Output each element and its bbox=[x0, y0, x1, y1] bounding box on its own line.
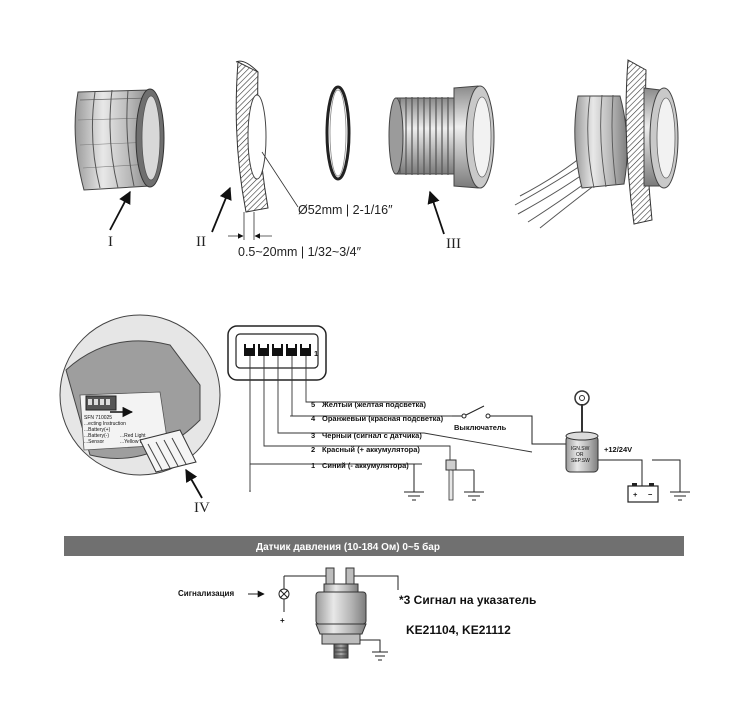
ground-symbol-2 bbox=[464, 470, 484, 501]
wire-5-num: 5 bbox=[311, 400, 315, 409]
alarm-lamp bbox=[248, 575, 399, 612]
wire-2-num: 2 bbox=[311, 445, 315, 454]
alarm-label: Сигнализация bbox=[178, 589, 234, 598]
battery-plus: + bbox=[633, 490, 638, 499]
models-label: KE21104, KE21112 bbox=[406, 623, 511, 637]
wire-3-num: 3 bbox=[311, 431, 315, 440]
switch-symbol bbox=[452, 405, 566, 445]
wire-lines bbox=[249, 356, 533, 490]
wire-1-label: Синий (- аккумулятора) bbox=[322, 461, 409, 470]
part-2-panel bbox=[235, 60, 269, 213]
part-1-knurled-nut bbox=[74, 88, 165, 191]
arrow-part-4 bbox=[185, 468, 203, 499]
inset-line-7: ...Yellow Light bbox=[120, 439, 151, 445]
part-3-threaded-body bbox=[388, 85, 495, 189]
part-4-label: IV bbox=[194, 500, 210, 516]
diameter-label: Ø52mm | 2-1/16″ bbox=[298, 203, 393, 217]
inset-line-3: ...Battery(+) bbox=[84, 427, 111, 433]
inset-line-2: ...ecting Instruction bbox=[84, 421, 126, 427]
wire-1-num: 1 bbox=[311, 461, 315, 470]
sensor-probe bbox=[445, 459, 474, 501]
o-ring bbox=[325, 85, 351, 181]
alarm-plus: + bbox=[280, 616, 285, 625]
part-2-label: II bbox=[196, 234, 206, 250]
pressure-sender bbox=[315, 567, 367, 659]
ign-label-1: IGN.SW bbox=[571, 446, 590, 452]
wire-4-num: 4 bbox=[311, 414, 316, 423]
connector-pin-label: 1 bbox=[314, 349, 318, 358]
wire-2-label: Красный (+ аккумулятора) bbox=[322, 445, 420, 454]
part-3-label: III bbox=[446, 236, 461, 252]
ground-symbol-1 bbox=[249, 464, 424, 501]
ignition-switch bbox=[565, 390, 599, 473]
signal-label: *3 Сигнал на указатель bbox=[399, 593, 536, 607]
wire-4-label: Оранжевый (красная подсветка) bbox=[322, 414, 444, 423]
inset-line-4: ...Battery(-) bbox=[84, 433, 109, 439]
arrow-part-1 bbox=[109, 190, 131, 231]
inset-line-1: SFN 710025 bbox=[84, 415, 112, 421]
diameter-leader bbox=[261, 151, 299, 208]
arrow-part-2 bbox=[211, 186, 232, 233]
thickness-label: 0.5~20mm | 1/32~3/4″ bbox=[238, 245, 362, 259]
voltage-label: +12/24V bbox=[604, 445, 632, 454]
connector-inset: SFN 710025 ...ecting Instruction ...Batt… bbox=[59, 314, 221, 476]
ign-label-3: SEP.SW bbox=[571, 458, 590, 464]
arrow-part-3 bbox=[427, 190, 445, 235]
switch-label: Выключатель bbox=[454, 423, 507, 432]
battery-minus: − bbox=[648, 490, 653, 499]
section-banner bbox=[64, 536, 684, 556]
ign-label-2: OR bbox=[576, 452, 584, 458]
sender-ground bbox=[360, 639, 388, 661]
inset-line-5: ...Sensor bbox=[84, 439, 104, 445]
inset-line-6: ...Red Light bbox=[120, 433, 146, 439]
battery-wires bbox=[598, 459, 690, 501]
part-1-label: I bbox=[108, 234, 113, 250]
thickness-dimension bbox=[228, 212, 272, 240]
wire-3-label: Черный (сигнал с датчика) bbox=[322, 431, 422, 440]
wire-5-label: Желтый (желтая подсветка) bbox=[321, 400, 426, 409]
assembled-gauge bbox=[514, 59, 679, 229]
banner-title: Датчик давления (10-184 Ом) 0~5 бар bbox=[256, 541, 440, 553]
wiring-connector bbox=[227, 325, 327, 381]
battery-icon bbox=[627, 483, 659, 503]
